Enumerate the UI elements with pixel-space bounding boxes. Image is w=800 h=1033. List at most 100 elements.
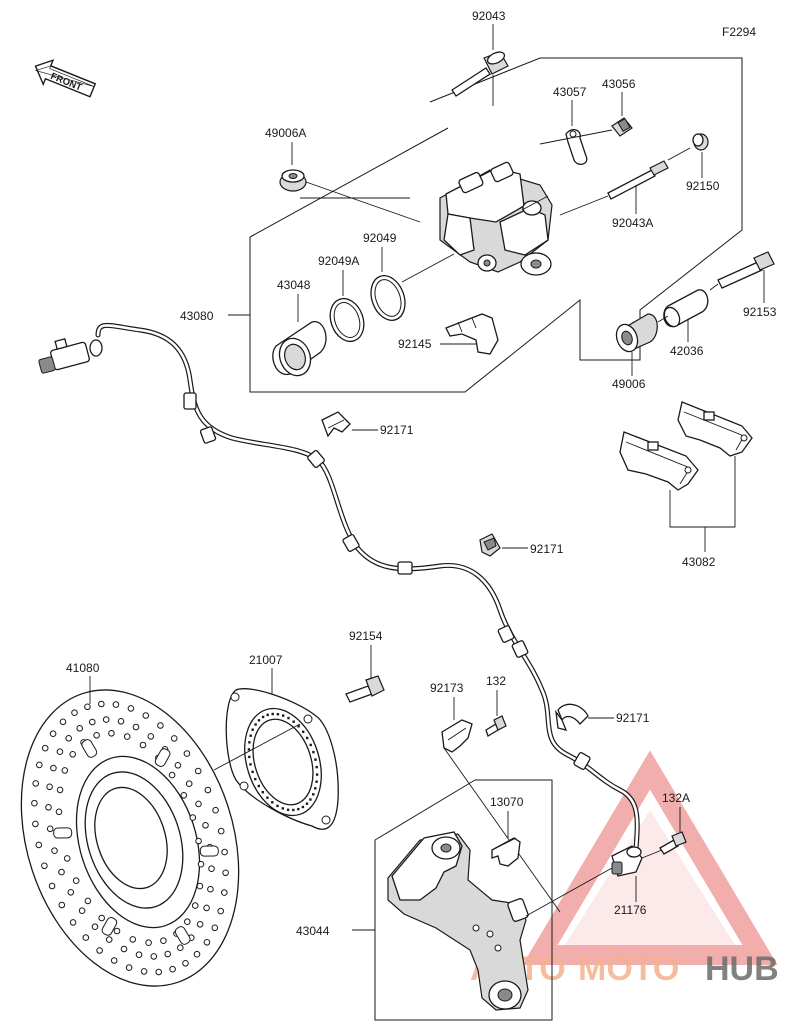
disc-vent-hole [202,822,209,829]
pad-leader [669,456,736,552]
ring-tooth [306,736,309,740]
disc-vent-hole [113,927,121,935]
disc-vent-hole [193,950,201,958]
disc-vent-hole [145,939,152,947]
piston-43048 [272,321,327,377]
label-43080: 43080 [180,309,214,323]
disc-vent-hole [41,862,48,870]
disc-slot [199,845,219,857]
clamp-92171-b [479,533,501,557]
disc-vent-hole [208,865,215,873]
figure-code: F2294 [722,25,756,39]
ring-tooth [251,728,254,731]
disc-vent-hole [195,837,202,845]
ring-tooth [254,777,257,781]
ring-tooth [254,723,257,726]
disc-holes [31,700,229,976]
disc-vent-hole [117,718,125,725]
ring-tooth [309,798,312,801]
disc-vent-hole [191,902,199,909]
disc-vent-hole [69,751,76,758]
boot-49006 [615,313,658,353]
disc-vent-hole [127,705,135,712]
ring-tooth [312,793,315,796]
disc-vent-hole [177,944,184,952]
ring-tooth [301,805,305,809]
disc-vent-hole [110,957,118,964]
disc-vent-hole [212,806,219,814]
label-132A: 132A [662,791,690,805]
clamp-92171-c [555,703,589,731]
disc-vent-hole [182,960,189,967]
ring-tooth [292,720,295,723]
pin-92043A [607,160,669,200]
label-49006: 49006 [612,377,646,391]
abs-connector [38,338,103,374]
label-92150: 92150 [686,179,720,193]
disc-vent-hole [184,918,191,926]
disc-vent-hole [150,953,158,960]
ring-tooth [249,763,252,766]
disc-vent-hole [204,786,212,794]
ring-tooth [309,743,312,747]
disc-slot [81,739,98,758]
ring-tooth [281,807,284,810]
disc-vent-hole [58,868,65,876]
boot-49006A [279,169,307,192]
bleeder-43057 [565,128,588,166]
disc-slots [53,739,219,945]
ring-tooth [271,801,274,804]
disc-vent-hole [65,735,72,742]
ring-tooth [261,715,265,719]
label-92043: 92043 [472,9,506,23]
ring-tooth [249,734,252,737]
disc-vent-hole [46,783,53,791]
disc-vent-hole [194,767,202,775]
sleeve-42036 [663,289,709,328]
bracket-frame [352,779,553,1021]
disc-vent-hole [98,914,105,922]
disc-vent-hole [164,950,171,958]
disc-vent-hole [221,848,228,856]
brake-pad-rear [677,401,753,457]
bolt-132 [485,715,507,737]
disc-vent-hole [36,761,43,769]
label-21007: 21007 [249,653,283,667]
ring-tooth [286,808,290,811]
disc-vent-hole [157,722,164,729]
watermark: AUTO MOTO HUB [470,750,779,988]
disc-vent-hole [139,741,147,749]
label-43082: 43082 [682,555,716,569]
ring-tooth [276,713,280,716]
disc-vent-hole [195,800,202,808]
disc-vent-hole [125,964,133,971]
label-92043A: 92043A [612,216,653,230]
disc-vent-hole [185,780,193,788]
disc-vent-hole [31,799,38,807]
disc-vent-hole [32,820,39,828]
disc-vent-hole [105,936,113,943]
front-arrow-icon: FRONT [34,59,97,98]
bolt-132A [659,831,687,855]
bolt-92154 [345,675,385,703]
ring-tooth [315,765,318,769]
disc-vent-hole [91,923,99,931]
caliper-body [439,161,553,276]
ring-tooth [276,804,279,808]
label-92153: 92153 [743,305,777,319]
valve-43056 [611,117,633,137]
label-13070: 13070 [490,795,524,809]
disc-vent-hole [58,901,66,909]
ring-tooth [312,750,315,754]
ring-tooth [305,802,309,805]
disc-slot [53,827,73,839]
label-21176: 21176 [614,903,647,917]
ring-tooth [282,714,285,717]
disc-vent-hole [160,937,167,945]
disc-vent-hole [196,921,204,928]
disc-vent-hole [93,732,100,739]
watermark-triangle [522,750,778,965]
caliper-assembly-frame [228,57,743,393]
disc-vent-hole [135,951,143,959]
label-41080: 41080 [66,661,100,675]
